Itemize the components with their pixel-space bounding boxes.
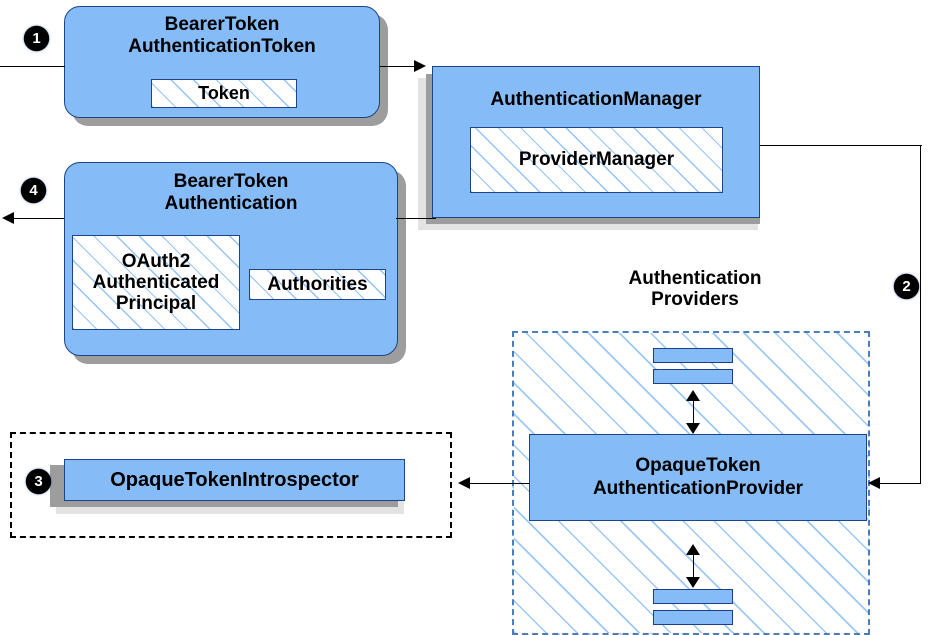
- step-badge-4: 4: [22, 179, 45, 202]
- connector-manager-to-authentication: [396, 218, 436, 219]
- connector-authentication-out: [14, 218, 64, 219]
- step-badge-2: 2: [895, 275, 918, 298]
- connector-provider-stack-bottom-arrowhead-up: [686, 544, 700, 555]
- authentication-manager-title: AuthenticationManager: [490, 89, 702, 110]
- step-badge-1: 1: [25, 27, 48, 50]
- provider-stack-top-bar-1: [653, 348, 733, 363]
- authorities-box[interactable]: Authorities: [249, 269, 386, 300]
- connector-token-to-manager: [380, 66, 422, 67]
- connector-manager-to-provider-seg3: [880, 483, 921, 484]
- opaque-token-authentication-provider[interactable]: OpaqueToken AuthenticationProvider: [529, 434, 867, 521]
- bearer-token-authentication-token-title-line2: AuthenticationToken: [128, 36, 316, 58]
- connector-provider-to-introspector-arrowhead: [458, 476, 470, 489]
- provider-stack-top-bar-2: [653, 369, 733, 384]
- connector-request-in: [0, 66, 65, 67]
- opaque-token-introspector-region: [10, 432, 452, 538]
- bearer-token-authentication-token-title-line1: BearerToken: [164, 14, 280, 35]
- connector-provider-to-introspector: [470, 483, 530, 484]
- oauth2-authenticated-principal-box[interactable]: OAuth2 Authenticated Principal: [72, 235, 240, 330]
- opaque-token-authentication-provider-line2: AuthenticationProvider: [592, 477, 804, 499]
- provider-stack-bottom-bar-2: [653, 610, 733, 625]
- token-inner-box[interactable]: Token: [151, 79, 297, 108]
- authentication-providers-caption-line2: Providers: [651, 289, 739, 311]
- authentication-providers-caption-line1: Authentication: [628, 268, 762, 289]
- bearer-token-authentication-title-line1: BearerToken: [173, 171, 289, 192]
- connector-provider-stack-bottom: [693, 546, 694, 586]
- authorities-label: Authorities: [267, 273, 368, 295]
- oauth2-principal-line3: Principal: [115, 293, 197, 315]
- connector-provider-stack-top-arrowhead-down: [686, 423, 700, 434]
- provider-stack-bottom-bar-1: [653, 589, 733, 604]
- oauth2-principal-line2: Authenticated: [92, 271, 220, 293]
- connector-provider-stack-bottom-arrowhead-down: [686, 577, 700, 588]
- opaque-token-authentication-provider-line1: OpaqueToken: [635, 454, 761, 476]
- connector-authentication-out-arrowhead: [2, 211, 14, 224]
- connector-manager-to-provider-seg2: [920, 145, 921, 484]
- connector-token-to-manager-arrowhead: [414, 59, 426, 72]
- connector-manager-to-provider-seg1: [760, 145, 922, 146]
- connector-manager-to-provider-arrowhead: [868, 476, 880, 489]
- step-badge-3: 3: [27, 470, 50, 493]
- provider-manager-label: ProviderManager: [518, 149, 675, 171]
- bearer-token-authentication-title-line2: Authentication: [164, 193, 298, 215]
- oauth2-principal-line1: OAuth2: [121, 250, 191, 272]
- connector-provider-stack-top-arrowhead-up: [686, 390, 700, 401]
- authentication-providers-caption: Authentication Providers: [540, 268, 850, 311]
- connector-provider-stack-top: [693, 392, 694, 432]
- token-inner-label: Token: [198, 83, 250, 104]
- provider-manager-inner-box[interactable]: ProviderManager: [470, 127, 723, 193]
- opaque-token-introspector-title: OpaqueTokenIntrospector: [110, 468, 359, 491]
- bearer-token-authentication-token[interactable]: BearerToken AuthenticationToken: [64, 6, 380, 118]
- opaque-token-introspector[interactable]: OpaqueTokenIntrospector: [64, 459, 405, 501]
